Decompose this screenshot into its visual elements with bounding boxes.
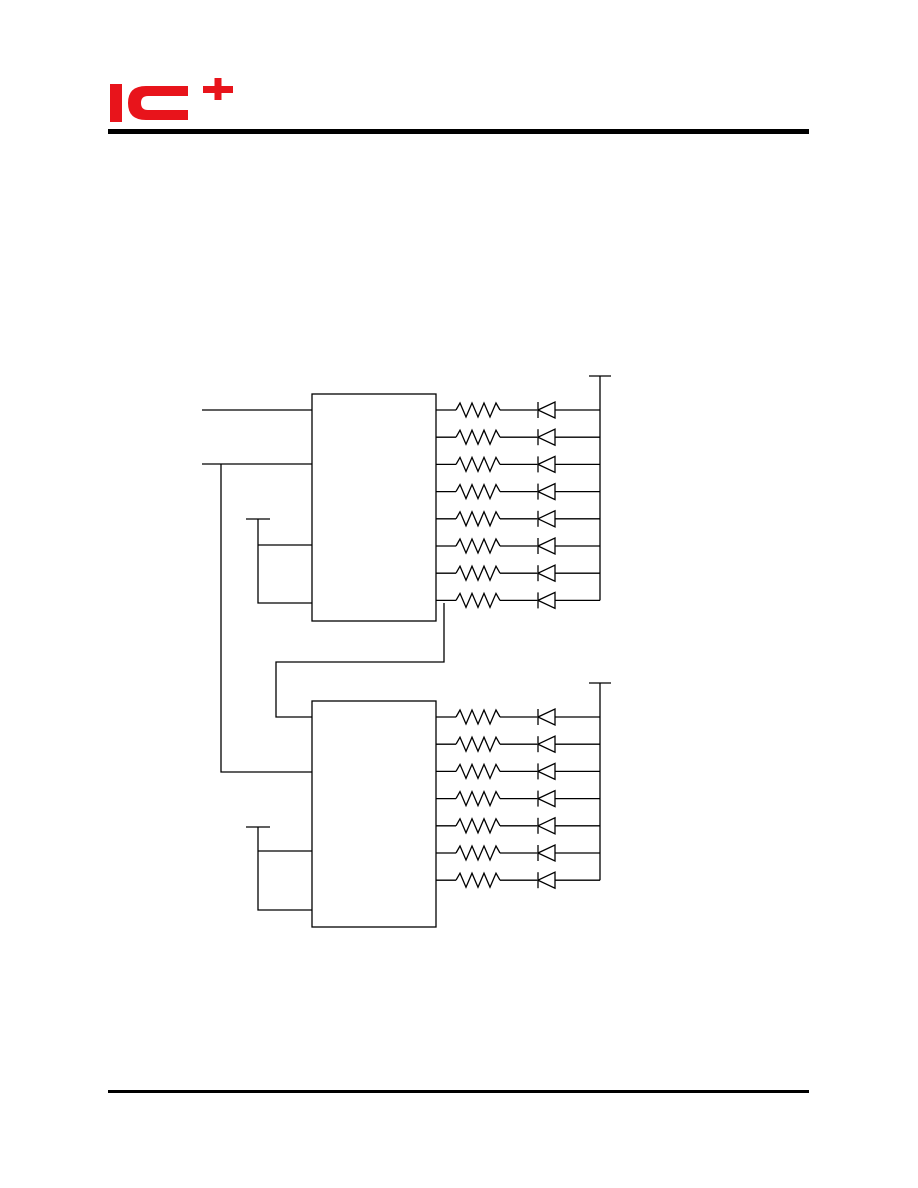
lower-resistor-icon-3 bbox=[455, 789, 501, 808]
schematic-wiring bbox=[202, 409, 445, 911]
shared-signal-wire bbox=[220, 464, 312, 773]
upper-ground-wire bbox=[257, 519, 312, 604]
upper-led-diode-icon-4 bbox=[536, 509, 556, 528]
lower-led-diode-icon-1 bbox=[536, 735, 556, 754]
footer-rule bbox=[108, 1090, 809, 1093]
lower-led-diode-icon-4 bbox=[536, 816, 556, 835]
logo-letter-i bbox=[110, 84, 122, 122]
upper-resistor-icon-0 bbox=[455, 401, 501, 419]
ic-plus-logo-icon bbox=[110, 78, 233, 122]
upper-led-diode-icon-2 bbox=[536, 455, 556, 474]
lower-led-diode-icon-5 bbox=[536, 843, 556, 863]
led-channels bbox=[436, 375, 611, 890]
upper-resistor-icon-7 bbox=[455, 591, 501, 610]
upper-led-diode-icon-6 bbox=[536, 564, 556, 583]
lower-led-diode-icon-0 bbox=[536, 707, 556, 727]
lower-resistor-icon-5 bbox=[455, 844, 501, 862]
upper-led-diode-icon-1 bbox=[536, 428, 556, 447]
upper-resistor-icon-5 bbox=[455, 537, 501, 555]
lower-led-diode-icon-2 bbox=[536, 762, 556, 781]
lower-resistor-icon-1 bbox=[455, 735, 501, 753]
logo-plus-v bbox=[214, 78, 222, 100]
upper-driver-chip bbox=[311, 393, 437, 622]
lower-ground-wire bbox=[257, 827, 312, 911]
upper-led-diode-icon-0 bbox=[536, 400, 556, 420]
upper-led-diode-icon-7 bbox=[536, 591, 556, 610]
upper-resistor-icon-3 bbox=[455, 482, 501, 501]
upper-resistor-icon-4 bbox=[455, 510, 501, 528]
header-rule bbox=[108, 129, 809, 134]
lower-led-diode-icon-6 bbox=[536, 871, 556, 890]
lower-led-diode-icon-3 bbox=[536, 789, 556, 808]
lower-driver-chip bbox=[311, 700, 437, 928]
upper-resistor-icon-1 bbox=[455, 428, 501, 446]
upper-led-diode-icon-5 bbox=[536, 536, 556, 556]
lower-resistor-icon-4 bbox=[455, 817, 501, 835]
upper-resistor-icon-6 bbox=[455, 564, 501, 582]
upper-resistor-icon-2 bbox=[455, 455, 501, 474]
lower-resistor-icon-0 bbox=[455, 708, 501, 726]
lower-resistor-icon-6 bbox=[455, 871, 501, 889]
cascade-wire bbox=[275, 603, 445, 718]
lower-resistor-icon-2 bbox=[455, 762, 501, 781]
upper-led-diode-icon-3 bbox=[536, 482, 556, 501]
logo-letter-c bbox=[128, 86, 188, 120]
